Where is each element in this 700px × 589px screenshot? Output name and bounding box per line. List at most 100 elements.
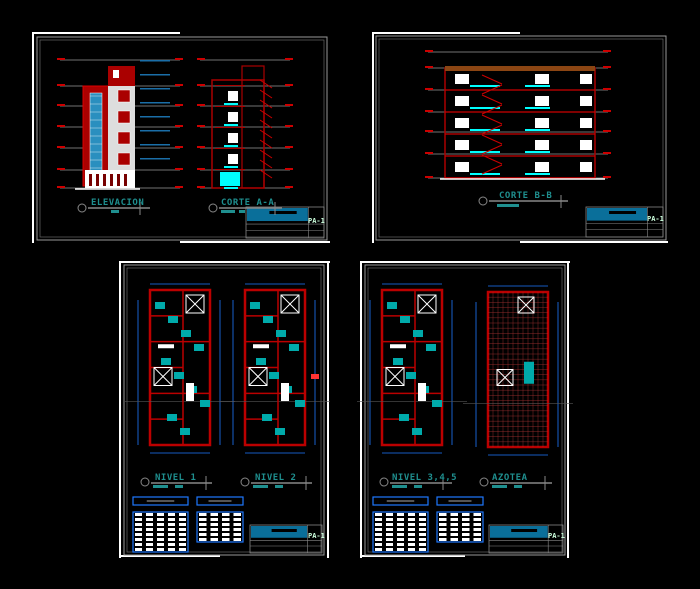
sheet-4-table-a-cell xyxy=(386,528,393,531)
nivel-2-furniture xyxy=(263,316,273,323)
balcony xyxy=(525,129,550,131)
sheet-4-table-b-cell xyxy=(450,538,458,541)
nivel-1-furniture xyxy=(167,414,177,421)
elevation-top-block xyxy=(108,66,135,86)
stair-flight xyxy=(259,129,273,139)
sheet-3-title-block-title-bar xyxy=(271,529,297,532)
sheet-4-table-a-cell xyxy=(408,518,415,521)
sheet-4-table-b-cell xyxy=(439,523,447,526)
sheet-3-table-b-cell xyxy=(233,518,241,521)
nivel-3-4-5-furniture xyxy=(400,316,410,323)
sheet-3-table-b-cell xyxy=(199,518,207,521)
sheet-3-table-b-cell xyxy=(210,528,218,531)
level-marker xyxy=(57,84,65,86)
stair-flight xyxy=(259,169,273,179)
balcony xyxy=(525,107,550,109)
balcony xyxy=(470,85,500,87)
void-x xyxy=(496,369,514,386)
sheet-4-table-a-cell xyxy=(397,528,404,531)
sheet-3-table-b-title xyxy=(208,500,232,502)
nivel-3-4-5-void xyxy=(385,367,405,386)
sheet-3-table-a-cell xyxy=(146,513,153,516)
sheet-3-table-a-cell xyxy=(146,543,153,546)
level-marker xyxy=(57,58,65,60)
stair-flight xyxy=(259,139,273,149)
sheet-3-table-b-cell xyxy=(210,523,218,526)
elevacion-label: ELEVACION xyxy=(91,198,144,208)
level-marker xyxy=(285,125,293,127)
sheet-4-title-block-title-bar xyxy=(511,529,538,532)
sheet-4-table-b-cell xyxy=(473,518,481,521)
sheet-4-table-a-cell xyxy=(419,523,426,526)
sheet-3-table-a-cell xyxy=(157,533,164,536)
window-section xyxy=(228,133,238,143)
nivel-3-4-5-label: NIVEL 3,4,5 xyxy=(392,473,457,483)
level-marker xyxy=(425,130,433,132)
window-section xyxy=(535,162,549,172)
level-marker xyxy=(285,58,293,60)
void-x xyxy=(185,294,205,314)
sheet-2-frame xyxy=(372,32,668,243)
slab xyxy=(215,148,245,149)
void-x xyxy=(153,367,173,386)
slab xyxy=(215,127,245,128)
level-marker xyxy=(285,146,293,148)
window-section xyxy=(535,74,549,84)
stair-flight xyxy=(481,104,503,115)
window-section xyxy=(228,91,238,101)
sheet-3-table-b-cell xyxy=(199,533,207,536)
sheet-1-code: PA-1 xyxy=(308,217,325,225)
nivel-2-stair xyxy=(281,383,289,401)
level-marker xyxy=(425,152,433,154)
nivel-2-furniture xyxy=(262,414,272,421)
nivel-1-furniture xyxy=(200,400,210,407)
sheet-4-table-a-cell xyxy=(397,533,404,536)
sheet-4-table-a-cell xyxy=(375,513,382,516)
nivel-1-void xyxy=(185,294,205,314)
level-marker xyxy=(603,88,611,90)
balcony xyxy=(470,151,500,153)
void-x xyxy=(417,294,437,314)
sheet-3-table-a-cell xyxy=(179,538,186,541)
level-marker xyxy=(197,58,205,60)
window-section xyxy=(455,140,469,150)
balcony xyxy=(525,85,550,87)
level-marker xyxy=(603,50,611,52)
sheet-4-title-block xyxy=(488,524,564,554)
level-marker xyxy=(425,50,433,52)
elevation-window xyxy=(117,152,131,166)
balcony xyxy=(224,145,238,147)
window-section xyxy=(228,154,238,164)
level-marker xyxy=(197,104,205,106)
view-label-nivel-2: NIVEL 2 xyxy=(240,473,312,490)
slab xyxy=(215,169,245,170)
sheet-2-title-block-header xyxy=(587,208,648,221)
level-marker xyxy=(603,66,611,68)
sheet-3-frame xyxy=(119,261,330,558)
sheet-4-table-b-cell xyxy=(450,528,458,531)
nivel-2-furniture xyxy=(295,400,305,407)
sheet-3-table-a-cell xyxy=(179,513,186,516)
sheet-4-table-b-cell xyxy=(450,523,458,526)
view-label-corte-a: CORTE A-A xyxy=(208,198,282,215)
sheet-4-code: PA-1 xyxy=(548,532,565,540)
nivel-1-counter xyxy=(158,344,174,349)
view-label-nivel-1: NIVEL 1 xyxy=(140,473,212,490)
sheet-4-table-a-cell xyxy=(408,513,415,516)
level-marker xyxy=(285,186,293,188)
sheet-3-table-b-cell xyxy=(210,513,218,516)
sheet-4-table-b-cell xyxy=(473,513,481,516)
nivel-3-4-5-void xyxy=(417,294,437,314)
sheet-3-table-b-cell xyxy=(233,528,241,531)
annotation-leader xyxy=(140,144,170,146)
stair-flight xyxy=(259,89,273,99)
level-marker xyxy=(57,146,65,148)
sheet-4-table-a-cell xyxy=(386,538,393,541)
slab xyxy=(215,106,245,107)
sheet-4-table-b-title xyxy=(448,500,472,502)
void-x xyxy=(248,367,268,386)
nivel-2-void xyxy=(280,294,300,314)
balcony xyxy=(224,124,238,126)
stair-flight xyxy=(481,114,503,125)
sheet-4-table-b-cell xyxy=(473,523,481,526)
